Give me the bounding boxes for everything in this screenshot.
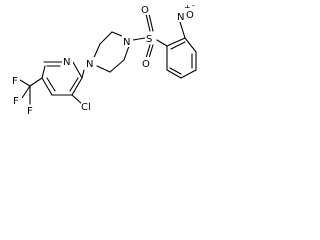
bond xyxy=(166,69,182,79)
bond xyxy=(170,41,186,50)
sulfur-label: S xyxy=(146,34,152,45)
label-bg xyxy=(122,35,133,47)
fluorine-top-label: F xyxy=(12,76,18,87)
bond xyxy=(81,69,85,79)
chlorine-label: Cl xyxy=(81,102,91,113)
benzene-ring xyxy=(166,37,197,79)
oxygen-bottom-label: O xyxy=(142,59,150,70)
trifluoromethyl-group xyxy=(19,77,43,105)
nitro-o-label: O xyxy=(186,10,194,21)
nitro-plus-label: + xyxy=(184,3,191,12)
pyridine-n-label: N xyxy=(63,57,70,68)
bond xyxy=(29,77,43,87)
bond xyxy=(169,67,182,75)
piperazine-n-right-label: N xyxy=(123,37,130,48)
bond xyxy=(41,65,46,79)
bond xyxy=(145,13,151,32)
bond xyxy=(111,31,123,37)
bond xyxy=(21,85,31,99)
bond xyxy=(109,59,125,73)
bond xyxy=(184,37,197,53)
bond xyxy=(166,37,186,47)
bond xyxy=(19,79,31,87)
bond xyxy=(69,77,79,92)
label-bg xyxy=(26,105,35,116)
bond xyxy=(123,45,130,61)
bond xyxy=(46,77,56,92)
label-bg xyxy=(145,32,156,44)
label-bg xyxy=(140,3,151,15)
label-bg xyxy=(176,10,187,22)
label-bg xyxy=(11,75,20,86)
label-bg xyxy=(85,57,96,69)
bond xyxy=(96,65,111,73)
bond xyxy=(180,69,197,79)
bond xyxy=(156,39,168,47)
label-bg xyxy=(81,100,97,112)
chemical-structure-diagram: N Cl N N S O O N + O - F F F xyxy=(11,1,197,117)
fluorine-left-label: F xyxy=(13,96,19,107)
fluorine-bottom-label: F xyxy=(27,106,33,117)
bond xyxy=(132,37,146,41)
atom-labels: N Cl N N S O O N + O - F F F xyxy=(11,1,197,117)
bond xyxy=(99,31,113,45)
nitro-minus-label: - xyxy=(192,1,195,10)
bond xyxy=(148,13,154,32)
pyridine-ring xyxy=(41,61,83,96)
bond xyxy=(72,61,83,79)
piperazine-n-left-label: N xyxy=(86,59,93,70)
label-bg xyxy=(141,57,152,69)
bond xyxy=(41,77,53,96)
bond xyxy=(148,44,154,59)
label-bg xyxy=(186,8,197,20)
bond xyxy=(179,21,186,39)
label-bg xyxy=(13,95,22,106)
bond xyxy=(71,77,83,96)
nitro-n-label: N xyxy=(177,12,184,23)
bond xyxy=(145,44,151,59)
bond xyxy=(71,94,83,105)
label-bg xyxy=(62,55,73,67)
oxygen-top-label: O xyxy=(141,5,149,16)
